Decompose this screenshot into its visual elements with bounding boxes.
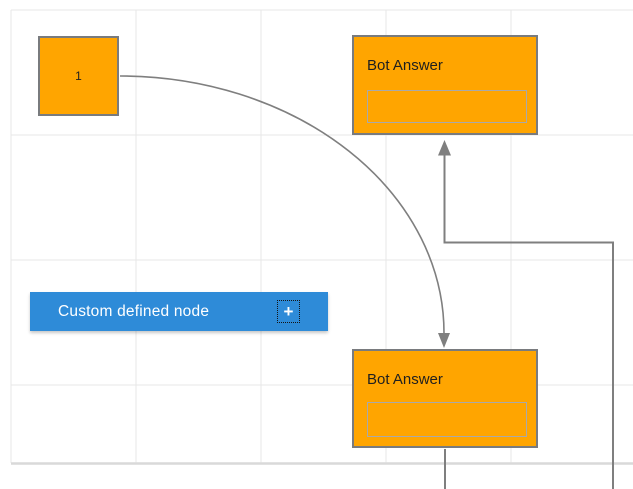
custom-node-label: Custom defined node [58, 302, 210, 320]
bot-answer-node-top[interactable]: Bot Answer [352, 35, 538, 135]
elbow-connector-line[interactable] [443, 155, 614, 489]
node-1[interactable]: 1 [38, 36, 119, 116]
bot-answer-input[interactable] [367, 90, 527, 123]
add-plus-icon[interactable]: + [277, 300, 300, 323]
curved-connector[interactable] [119, 75, 450, 348]
arrow-up-icon[interactable] [438, 140, 451, 156]
bot-answer-node-bottom[interactable]: Bot Answer [352, 349, 538, 448]
elbow-connector[interactable] [438, 140, 614, 489]
custom-defined-node[interactable]: Custom defined node + [30, 292, 328, 331]
bot-answer-input[interactable] [367, 402, 527, 437]
bot-answer-title: Bot Answer [367, 57, 443, 74]
arrow-down-icon[interactable] [438, 333, 450, 348]
canvas-grid [10, 9, 633, 465]
node-1-label: 1 [75, 69, 82, 83]
curved-connector-line[interactable] [119, 75, 445, 334]
bot-answer-title: Bot Answer [367, 371, 443, 388]
